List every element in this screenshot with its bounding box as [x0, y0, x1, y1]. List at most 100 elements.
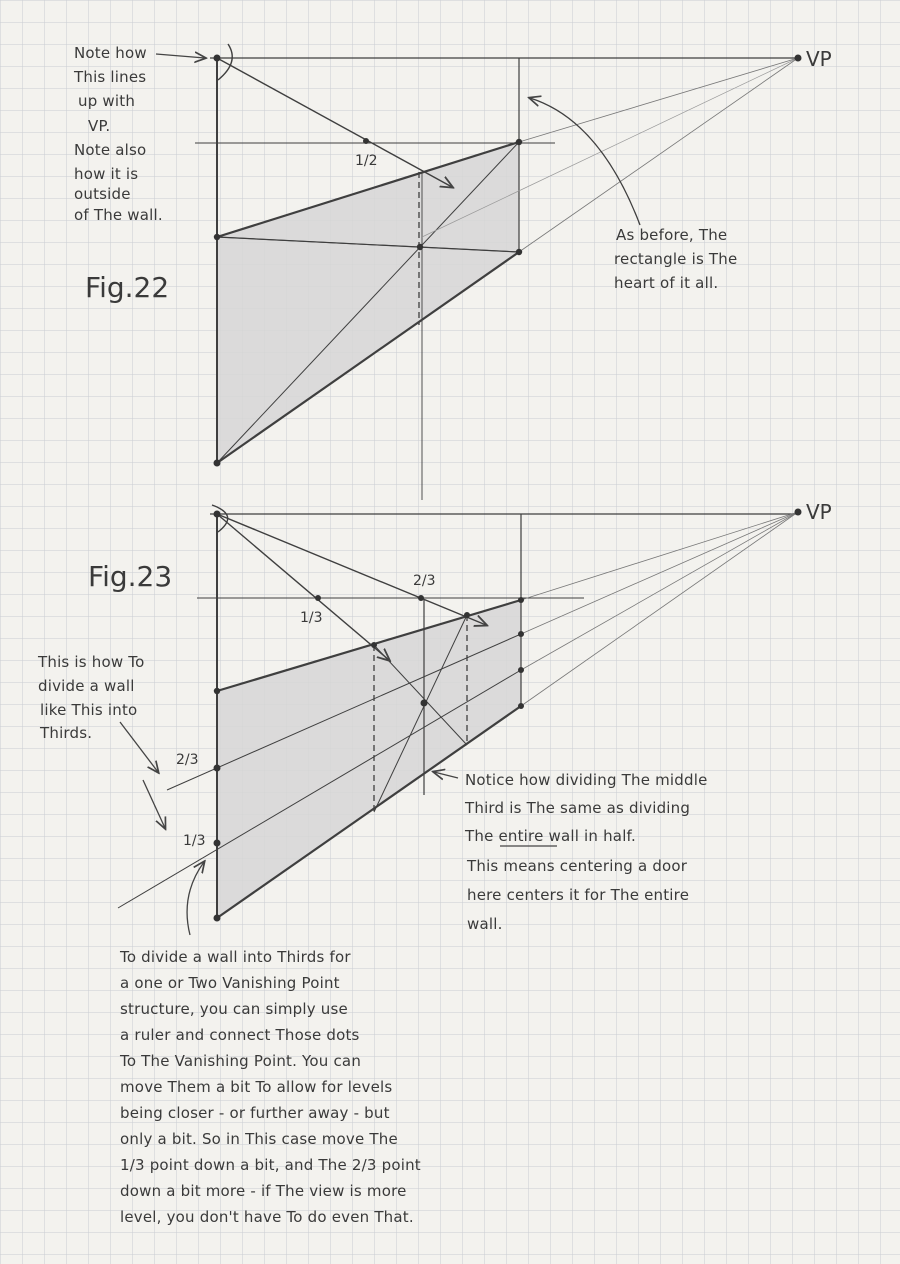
- svg-text:The entire wall in half.: The entire wall in half.: [464, 827, 636, 845]
- fig22-vp-label: VP: [806, 47, 832, 71]
- fig22-vp-line-top: [518, 57, 799, 143]
- fig22-drawing: [195, 43, 800, 500]
- fig22-vp-line-bottom: [518, 57, 799, 253]
- svg-text:structure, you can simply use: structure, you can simply use: [120, 1000, 348, 1018]
- svg-text:here centers it for The entire: here centers it for The entire: [467, 886, 689, 904]
- fig22-dot-vp: [794, 54, 802, 62]
- fig23-pointer-bottom: [186, 862, 204, 936]
- fig22-dot-topleft: [213, 54, 221, 62]
- fig23-note-bottom: To divide a wall into Thirds for a one o…: [119, 948, 421, 1226]
- fig22-dot-wall-top-right: [515, 138, 523, 146]
- fig23-drawing: [117, 504, 800, 936]
- fig23-one-third-top-label: 1/3: [300, 610, 323, 626]
- fig23-dot-left-third: [371, 642, 377, 648]
- svg-text:This is how To: This is how To: [37, 653, 144, 671]
- svg-text:divide a wall: divide a wall: [38, 677, 135, 695]
- fig23-dot-two-thirds-top: [418, 595, 424, 601]
- fig22-corner-arc: [217, 43, 233, 81]
- fig23-middle-diag-b: [373, 614, 468, 813]
- svg-text:move Them a bit To allow for l: move Them a bit To allow for levels: [120, 1078, 392, 1096]
- fig23-one-thirds-line: [117, 669, 522, 909]
- fig22-dot-wall-top-left: [213, 233, 221, 241]
- svg-text:To divide a wall into Thirds f: To divide a wall into Thirds for: [119, 948, 351, 966]
- fig23-dot-center: [420, 699, 428, 707]
- fig23-corner-arc: [211, 504, 229, 533]
- fig23-wall-bottom: [216, 705, 522, 919]
- fig23-vp-line-4: [520, 511, 799, 707]
- svg-text:Third is The same as dividing: Third is The same as dividing: [464, 799, 690, 817]
- fig23-wall-shading: [217, 600, 521, 918]
- fig23-dot-two-thirds-side: [213, 764, 221, 772]
- fig22-note-right: As before, The rectangle is The heart of…: [614, 226, 737, 292]
- svg-text:wall.: wall.: [467, 915, 503, 933]
- svg-text:of The wall.: of The wall.: [74, 206, 163, 224]
- fig23-pointer-two-thirds: [119, 721, 158, 772]
- fig23-dot-vp: [794, 508, 802, 516]
- fig23-note-left: This is how To divide a wall like This i…: [37, 653, 144, 742]
- svg-text:Note also: Note also: [74, 141, 146, 159]
- svg-text:To The Vanishing Point. You ca: To The Vanishing Point. You can: [119, 1052, 361, 1070]
- svg-text:Note how: Note how: [74, 44, 147, 62]
- svg-text:down a bit more - if The view: down a bit more - if The view is more: [120, 1182, 407, 1200]
- fig23-dot-wall-top-left: [213, 687, 221, 695]
- svg-text:heart of it all.: heart of it all.: [614, 274, 718, 292]
- fig23-note-right: Notice how dividing The middle Third is …: [464, 771, 708, 933]
- fig23-third-arrow-b: [216, 513, 486, 625]
- svg-text:Thirds.: Thirds.: [39, 724, 92, 742]
- svg-text:As before, The: As before, The: [616, 226, 727, 244]
- fig22-dot-wall-bottom-left: [213, 459, 221, 467]
- svg-text:This lines: This lines: [73, 68, 146, 86]
- fig23-dot-topleft: [213, 510, 221, 518]
- svg-text:a one or Two Vanishing Point: a one or Two Vanishing Point: [120, 974, 340, 992]
- fig22-dot-wall-bottom-right: [515, 248, 523, 256]
- fig23-dot-right-1: [518, 597, 524, 603]
- fig22-diagonal-b: [216, 236, 520, 253]
- svg-text:rectangle is The: rectangle is The: [614, 250, 737, 268]
- fig22-diagonal-a: [216, 141, 520, 464]
- fig22-note-arrow: [155, 54, 205, 58]
- svg-text:outside: outside: [74, 185, 131, 203]
- fig23-wall-top: [216, 598, 522, 693]
- fig22-vp-line-diag: [421, 57, 799, 238]
- fig23-dot-right-3: [518, 667, 524, 673]
- svg-text:This means centering a door: This means centering a door: [466, 857, 688, 875]
- fig23-dot-wall-bottom-left: [213, 914, 221, 922]
- svg-text:how it is: how it is: [74, 165, 138, 183]
- fig23-two-thirds-top-label: 2/3: [413, 573, 436, 589]
- fig23-dot-right-4: [518, 703, 524, 709]
- svg-text:only a bit. So in This case mo: only a bit. So in This case move The: [120, 1130, 398, 1148]
- svg-text:VP.: VP.: [88, 117, 110, 135]
- fig23-pointer-one-third: [142, 779, 165, 828]
- fig23-pointer-notice: [434, 772, 459, 778]
- svg-text:level, you don't have To do ev: level, you don't have To do even That.: [120, 1208, 414, 1226]
- svg-text:up with: up with: [78, 92, 135, 110]
- fig22-wall-top: [216, 140, 520, 239]
- fig23-dots: [213, 508, 802, 922]
- fig23-third-arrow-a: [216, 513, 389, 660]
- fig23-vp-label: VP: [806, 500, 832, 524]
- svg-text:being closer - or further away: being closer - or further away - but: [120, 1104, 390, 1122]
- fig23-title: Fig.23: [88, 560, 172, 593]
- fig22-wall-bottom: [216, 251, 520, 464]
- fig23-vp-line-3: [520, 511, 799, 671]
- svg-text:a ruler and connect Those dots: a ruler and connect Those dots: [120, 1026, 360, 1044]
- fig23-two-thirds-line: [166, 633, 522, 791]
- fig23-two-thirds-side-label: 2/3: [176, 752, 199, 768]
- svg-text:1/3 point down a bit, and The: 1/3 point down a bit, and The 2/3 point: [120, 1156, 421, 1174]
- fig23-dot-one-third-top: [315, 595, 321, 601]
- fig23-dot-right-third: [464, 612, 470, 618]
- fig23-dot-right-2: [518, 631, 524, 637]
- fig22-pointer-arrow: [530, 98, 641, 226]
- fig22-title: Fig.22: [85, 271, 169, 304]
- fig23-one-third-side-label: 1/3: [183, 833, 206, 849]
- svg-text:like This into: like This into: [40, 701, 137, 719]
- fig22-dot-center: [416, 243, 424, 251]
- fig22-dots: [213, 54, 802, 467]
- fig22-note-left: Note how This lines up with VP. Note als…: [73, 44, 163, 224]
- fig22-half-arrow: [216, 57, 452, 187]
- fig22-half-label: 1/2: [355, 153, 378, 169]
- fig23-vp-line-1: [520, 511, 799, 601]
- fig23-vp-line-2: [520, 511, 799, 635]
- svg-text:Notice how dividing The middle: Notice how dividing The middle: [465, 771, 708, 789]
